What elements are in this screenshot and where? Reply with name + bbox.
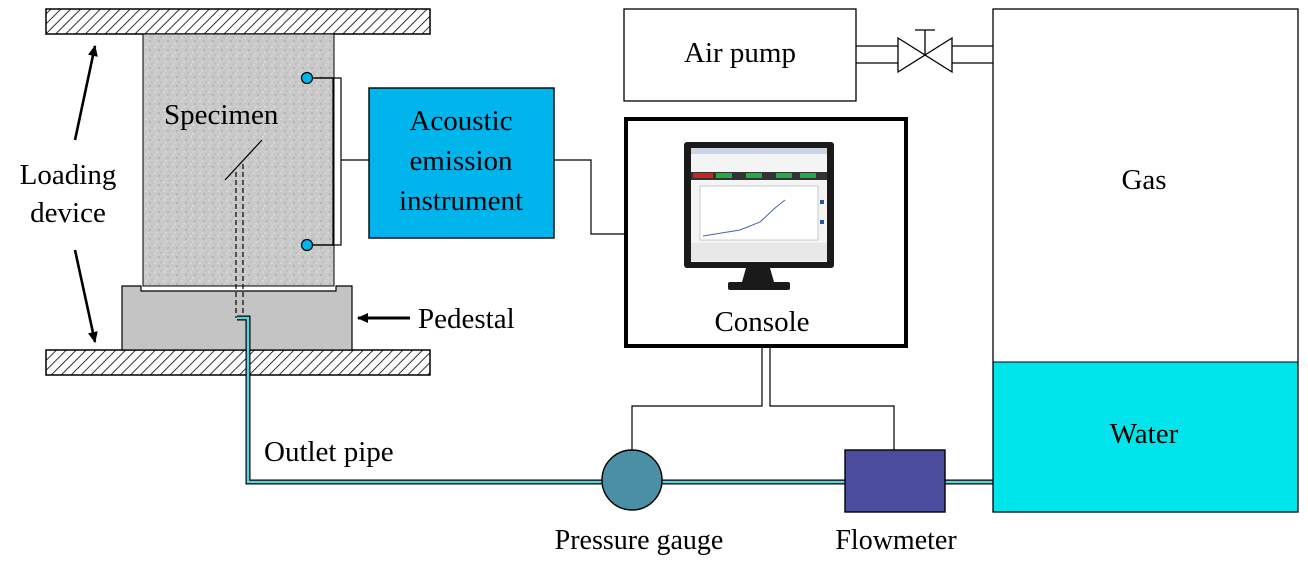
loading-device-label-line2: device [30, 197, 106, 229]
console-label: Console [714, 306, 809, 338]
pressure-gauge-label: Pressure gauge [555, 525, 724, 556]
loading-device-label-line1: Loading [20, 159, 117, 191]
acoustic-label-line2: emission [409, 145, 513, 177]
ae-console-cable [554, 159, 626, 235]
drill-hole [224, 139, 263, 318]
pedestal-label: Pedestal [418, 303, 515, 335]
console-wiring [631, 346, 895, 450]
tank [992, 8, 1299, 513]
monitor-icon [684, 142, 834, 290]
air-pump-label: Air pump [684, 37, 796, 69]
bottom-loading-plate [45, 349, 431, 376]
water-label: Water [1110, 418, 1179, 450]
acoustic-emission-instrument [368, 87, 555, 239]
sensor-cables [312, 77, 369, 246]
flowmeter [844, 449, 946, 513]
flowmeter-label: Flowmeter [835, 525, 957, 556]
air-pump [623, 8, 857, 102]
valve-icon [897, 29, 953, 74]
loading-arrows [73, 45, 98, 343]
gas-label: Gas [1121, 164, 1166, 196]
acoustic-label-line1: Acoustic [409, 105, 512, 137]
sensor-icon [300, 71, 314, 252]
specimen-label: Specimen [164, 99, 279, 131]
outlet-pipe-label: Outlet pipe [264, 436, 394, 468]
water-region [993, 362, 1298, 512]
air-line [856, 45, 993, 64]
top-loading-plate [45, 8, 431, 35]
pressure-gauge [601, 449, 663, 511]
acoustic-label-line3: instrument [399, 185, 523, 217]
